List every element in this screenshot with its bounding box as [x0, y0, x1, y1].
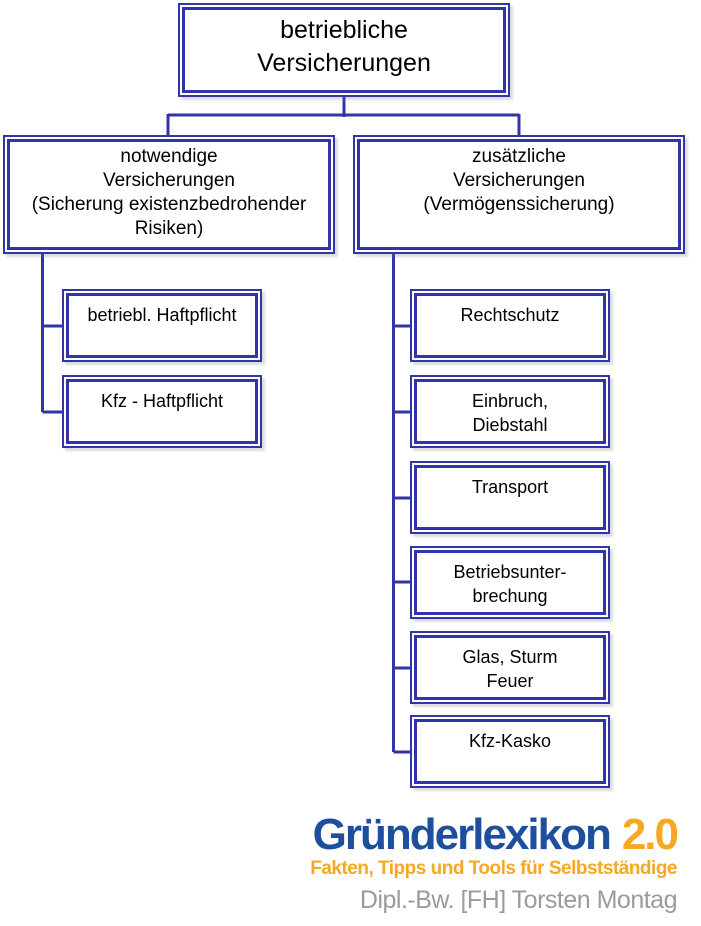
node-frame: Einbruch, Diebstahl	[414, 379, 606, 444]
node-zusaetzliche-versicherungen: zusätzliche Versicherungen (Vermögenssic…	[353, 135, 685, 254]
author-credit: Dipl.-Bw. [FH] Torsten Montag	[359, 886, 678, 914]
node-betriebsunterbrechung: Betriebsunter- brechung	[410, 546, 610, 619]
left-hang-line	[41, 250, 63, 414]
node-label: Transport	[471, 477, 549, 497]
node-betriebl-haftpflicht: betriebl. Haftpflicht	[62, 289, 262, 362]
node-label: betriebliche Versicherungen	[257, 16, 431, 77]
node-label: Rechtschutz	[460, 305, 560, 325]
node-betriebliche-versicherungen: betriebliche Versicherungen	[178, 3, 510, 97]
node-kfz-haftpflicht: Kfz - Haftpflicht	[62, 375, 262, 448]
node-frame: betriebl. Haftpflicht	[66, 293, 258, 358]
node-frame: Kfz - Haftpflicht	[66, 379, 258, 444]
node-frame: Kfz-Kasko	[414, 719, 606, 784]
node-label: notwendige Versicherungen (Sicherung exi…	[31, 146, 307, 239]
node-frame: Rechtschutz	[414, 293, 606, 358]
right-hang-line	[392, 250, 411, 754]
node-notwendige-versicherungen: notwendige Versicherungen (Sicherung exi…	[3, 135, 335, 254]
node-rechtschutz: Rechtschutz	[410, 289, 610, 362]
node-frame: Betriebsunter- brechung	[414, 550, 606, 615]
node-label: Betriebsunter- brechung	[453, 562, 567, 606]
node-einbruch-diebstahl: Einbruch, Diebstahl	[410, 375, 610, 448]
node-label: Kfz-Kasko	[468, 731, 552, 751]
node-frame: zusätzliche Versicherungen (Vermögenssic…	[357, 139, 681, 250]
node-frame: Glas, Sturm Feuer	[414, 635, 606, 700]
node-label: Glas, Sturm Feuer	[462, 647, 558, 691]
node-label: Einbruch, Diebstahl	[471, 391, 549, 435]
logo-tagline: Fakten, Tipps und Tools für Selbstständi…	[310, 858, 677, 879]
node-frame: notwendige Versicherungen (Sicherung exi…	[7, 139, 331, 250]
node-frame: Transport	[414, 465, 606, 530]
logo-text: Gründerlexikon	[312, 810, 612, 859]
node-glas-sturm-feuer: Glas, Sturm Feuer	[410, 631, 610, 704]
node-frame: betriebliche Versicherungen	[182, 7, 506, 93]
node-label: zusätzliche Versicherungen (Vermögenssic…	[423, 146, 615, 215]
node-transport: Transport	[410, 461, 610, 534]
node-label: Kfz - Haftpflicht	[100, 391, 224, 411]
node-label: betriebl. Haftpflicht	[87, 305, 237, 325]
logo-version: 2.0	[621, 810, 679, 859]
node-kfz-kasko: Kfz-Kasko	[410, 715, 610, 788]
